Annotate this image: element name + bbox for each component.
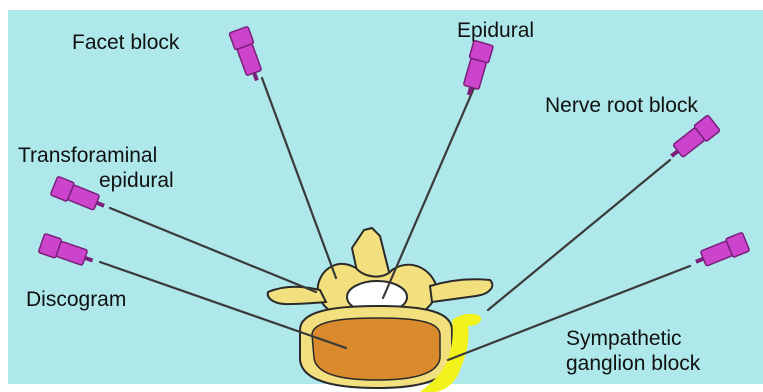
- label-epidural: Epidural: [457, 18, 534, 43]
- label-transforaminal-line1: Transforaminal: [18, 143, 174, 168]
- label-sympathetic-line2: ganglion block: [566, 351, 700, 376]
- label-transforaminal-line2: epidural: [18, 168, 174, 193]
- label-sympathetic-ganglion-block: Sympathetic ganglion block: [566, 326, 700, 376]
- label-facet-block: Facet block: [72, 30, 179, 55]
- label-nerve-root-block: Nerve root block: [545, 93, 698, 118]
- label-discogram: Discogram: [26, 287, 126, 312]
- label-sympathetic-line1: Sympathetic: [566, 326, 700, 351]
- label-transforaminal-epidural: Transforaminal epidural: [18, 143, 174, 193]
- transverse-process-left: [268, 287, 326, 304]
- disc-nucleus: [312, 318, 440, 380]
